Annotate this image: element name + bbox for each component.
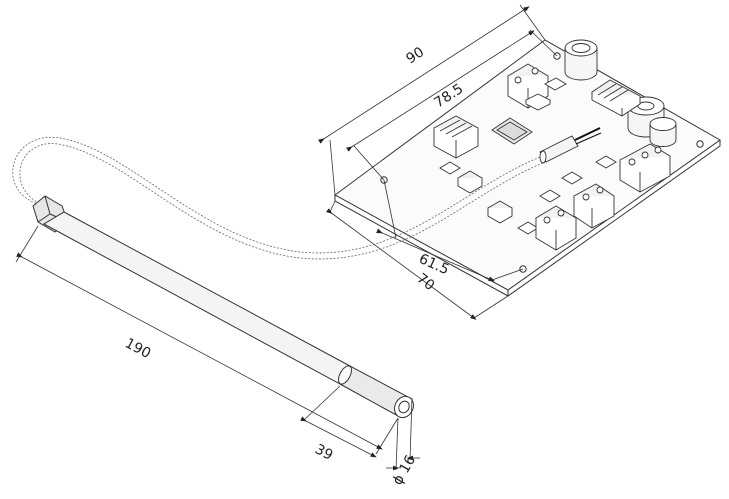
- sensor-cable: [12, 136, 544, 260]
- dim-probe-length: 190: [122, 335, 153, 362]
- dim-board-length: 90: [403, 44, 427, 67]
- terminal-block-middle: [573, 183, 615, 229]
- terminal-block-bottom: [535, 205, 577, 251]
- dim-board-width: 70: [414, 271, 438, 295]
- terminal-block-right: [619, 143, 671, 193]
- board-dimension-lines: [318, 4, 558, 320]
- dim-probe-cap-length: 39: [312, 441, 335, 463]
- capacitor-small: [649, 117, 677, 147]
- voltage-regulator: [591, 79, 641, 117]
- probe-dimension-lines: [15, 225, 420, 471]
- capacitor: [564, 39, 598, 81]
- probe: [32, 195, 414, 419]
